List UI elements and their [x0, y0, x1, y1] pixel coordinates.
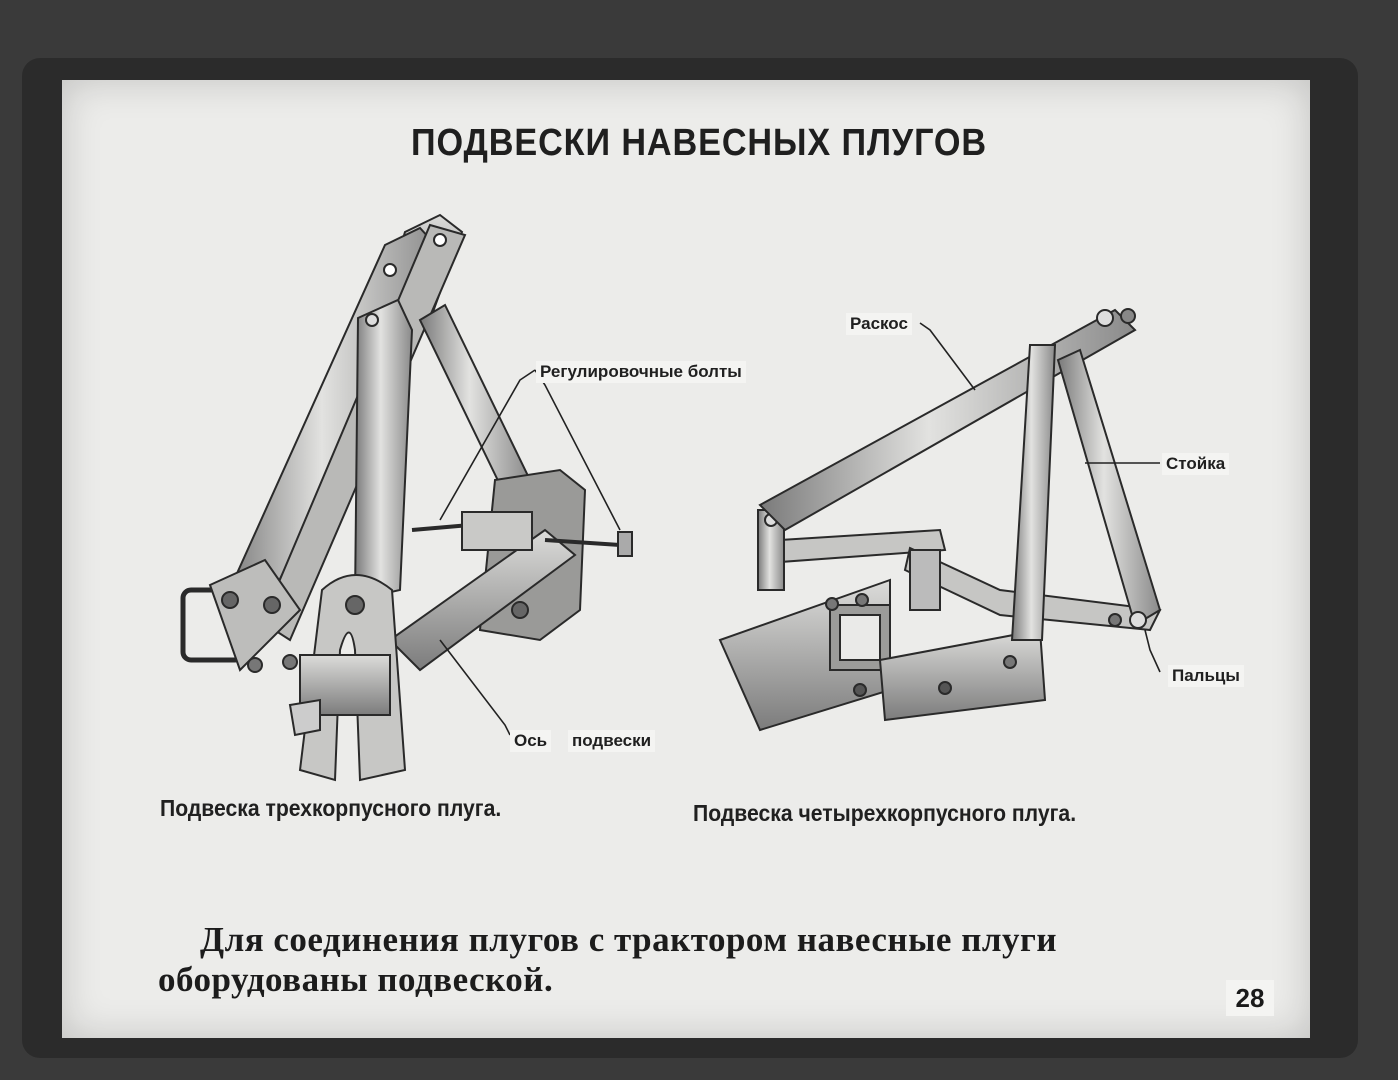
caption-four-body-plow: Подвеска четырехкорпусного плуга. — [693, 800, 1077, 826]
callout-adjusting-bolts: Регулировочные болты — [536, 361, 746, 383]
page-number: 28 — [1226, 980, 1274, 1016]
four-body-hitch-drawing — [718, 308, 1162, 732]
callout-post: Стойка — [1162, 453, 1230, 475]
body-text-line-2: оборудованы подвеской. — [158, 960, 554, 999]
callout-pins: Пальцы — [1168, 665, 1244, 687]
callout-brace: Раскос — [846, 313, 912, 335]
body-text-line-1: Для соединения плугов с трактором навесн… — [200, 920, 1058, 959]
callout-axle-word-2: подвески — [568, 730, 656, 752]
four-body-leader-lines — [919, 322, 1161, 673]
callout-axle-word-1: Ось — [510, 730, 552, 752]
slide-title: ПОДВЕСКИ НАВЕСНЫХ ПЛУГОВ — [410, 122, 988, 164]
body-text: Для соединения плугов с трактором навесн… — [158, 920, 1178, 1000]
three-body-hitch-drawing — [180, 213, 633, 782]
caption-three-body-plow: Подвеска трехкорпусного плуга. — [160, 795, 502, 821]
